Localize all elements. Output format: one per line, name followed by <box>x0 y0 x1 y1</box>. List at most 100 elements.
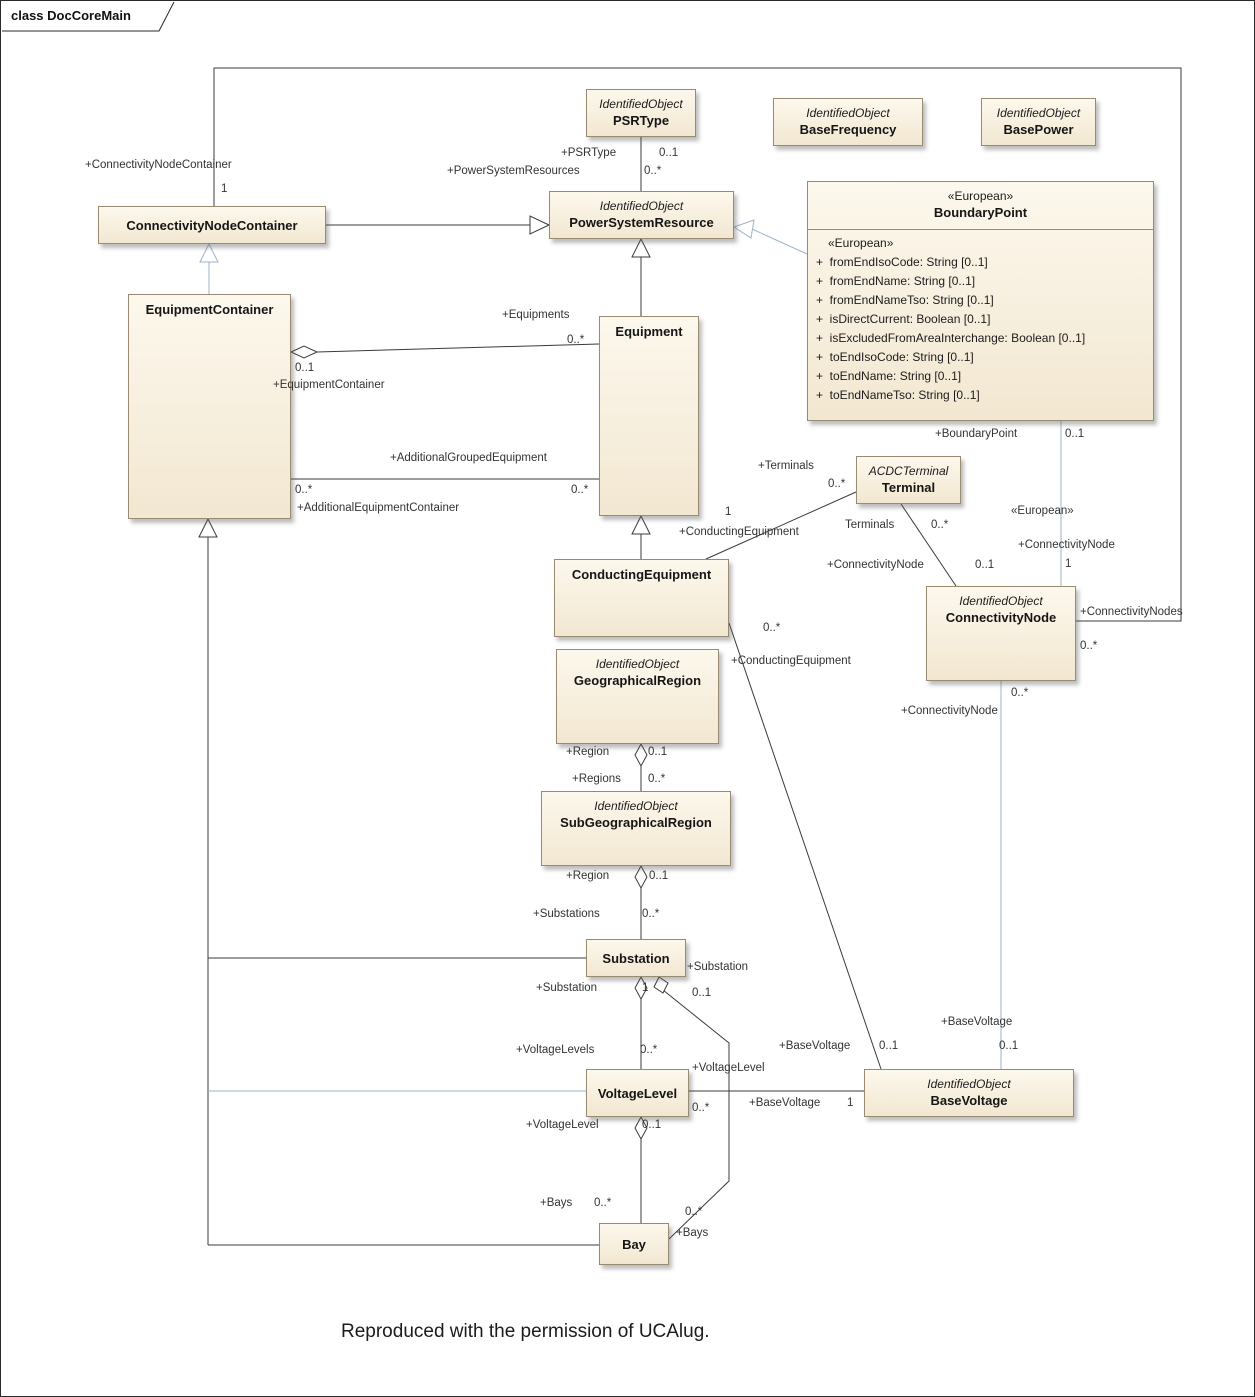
label-cnode-bv-mult: 0..* <box>1011 687 1029 699</box>
class-stereotype: IdentifiedObject <box>594 799 678 813</box>
class-stereotype: IdentifiedObject <box>599 199 684 213</box>
label-bays-vl-role: +Bays <box>540 1197 573 1209</box>
class-stereotype: ACDCTerminal <box>868 464 949 478</box>
label-cnc-mult-top: 1 <box>221 183 228 195</box>
label-european-tag: «European» <box>1011 505 1074 517</box>
class-boundarypoint[interactable]: «European» BoundaryPoint «European» + fr… <box>807 181 1154 421</box>
attribute: + isExcludedFromAreaInterchange: Boolean… <box>816 331 1086 345</box>
class-name: PowerSystemResource <box>569 215 714 230</box>
class-name: Equipment <box>615 324 683 339</box>
label-equipments-role: +Equipments <box>502 309 570 321</box>
label-substations-mult: 0..* <box>642 908 660 920</box>
label-cnode-t-mult: 0..1 <box>975 559 995 571</box>
label-cnodes-role: +ConnectivityNodes <box>1080 606 1183 618</box>
label-addcontainer-role: +AdditionalEquipmentContainer <box>297 502 460 514</box>
class-stereotype: IdentifiedObject <box>806 106 890 120</box>
label-eqcontainer-role: +EquipmentContainer <box>273 379 385 391</box>
label-voltagelevels-role: +VoltageLevels <box>516 1044 595 1056</box>
label-cnodes-mult: 0..* <box>1080 640 1098 652</box>
class-name: Bay <box>622 1236 646 1252</box>
label-psr-mult: 0..* <box>644 165 662 177</box>
class-stereotype: IdentifiedObject <box>599 97 683 111</box>
association-connectors <box>213 67 1182 1240</box>
class-basevoltage[interactable]: IdentifiedObject BaseVoltage <box>864 1069 1074 1117</box>
label-substation-vl-mult: 1 <box>642 982 649 994</box>
attribute: + toEndNameTso: String [0..1] <box>816 388 980 402</box>
class-stereotype: IdentifiedObject <box>927 1077 1011 1091</box>
label-vl-bv-mult: 0..* <box>692 1102 710 1114</box>
class-basepower[interactable]: IdentifiedObject BasePower <box>981 98 1096 146</box>
attribute: + fromEndName: String [0..1] <box>816 274 976 288</box>
diagram-title: class DocCoreMain <box>11 8 131 23</box>
label-eqcontainer-mult: 0..1 <box>295 362 315 374</box>
label-terminals2-role: Terminals <box>845 519 895 531</box>
label-vl-bay-mult: 0..1 <box>642 1119 662 1131</box>
class-stereotype: «European» <box>947 189 1014 203</box>
class-name: SubGeographicalRegion <box>560 815 712 830</box>
attribute: + isDirectCurrent: Boolean [0..1] <box>816 312 991 326</box>
class-connectivitynode[interactable]: IdentifiedObject ConnectivityNode <box>926 586 1076 681</box>
label-psrtype-role: +PSRType <box>561 147 617 159</box>
class-name: BoundaryPoint <box>933 205 1028 220</box>
class-powersystemresource[interactable]: IdentifiedObject PowerSystemResource <box>549 191 734 239</box>
class-basefrequency[interactable]: IdentifiedObject BaseFrequency <box>773 98 923 146</box>
label-region1-mult: 0..1 <box>648 746 668 758</box>
label-cnode-t-role: +ConnectivityNode <box>827 559 924 571</box>
association-connectors-european <box>1000 421 1062 1069</box>
class-bay[interactable]: Bay <box>599 1223 669 1265</box>
class-name: ConductingEquipment <box>571 567 712 582</box>
class-conductingequipment[interactable]: ConductingEquipment <box>554 559 729 637</box>
class-name: Substation <box>602 950 670 966</box>
class-name: BasePower <box>1003 122 1074 137</box>
label-terminals-role: +Terminals <box>758 460 814 472</box>
label-psr-role: +PowerSystemResources <box>447 165 580 177</box>
class-name: BaseFrequency <box>799 122 897 137</box>
label-bv-vl-role: +BaseVoltage <box>749 1097 821 1109</box>
label-bays-sub-role: +Bays <box>676 1227 709 1239</box>
class-terminal[interactable]: ACDCTerminal Terminal <box>856 456 961 504</box>
label-substations-role: +Substations <box>533 908 600 920</box>
label-regions-role: +Regions <box>572 773 621 785</box>
label-condeq-role: +ConductingEquipment <box>679 526 799 538</box>
class-stereotype: IdentifiedObject <box>996 106 1081 120</box>
attribute: + fromEndIsoCode: String [0..1] <box>816 255 988 269</box>
label-bv-cn-role: +BaseVoltage <box>941 1016 1013 1028</box>
label-condeq2-mult: 0..* <box>763 622 781 634</box>
label-voltagelevels-mult: 0..* <box>640 1044 658 1056</box>
generalization-connectors-light <box>208 228 808 1092</box>
class-equipmentcontainer[interactable]: EquipmentContainer <box>128 294 291 519</box>
class-psrtype[interactable]: IdentifiedObject PSRType <box>586 89 696 137</box>
generalization-arrowheads <box>198 215 755 538</box>
label-substation-bay-role: +Substation <box>687 961 749 973</box>
class-geographicalregion[interactable]: IdentifiedObject GeographicalRegion <box>556 649 719 744</box>
label-bv-ce-role: +BaseVoltage <box>779 1040 851 1052</box>
label-substation-vl-role: +Substation <box>536 982 598 994</box>
label-psrtype-mult: 0..1 <box>659 147 679 159</box>
caption: Reproduced with the permission of UCAlug… <box>341 1321 710 1342</box>
class-equipment[interactable]: Equipment <box>599 316 699 516</box>
label-vl-bv-role: +VoltageLevel <box>692 1062 765 1074</box>
class-stereotype: IdentifiedObject <box>959 594 1043 608</box>
attribute-compartment: «European» + fromEndIsoCode: String [0..… <box>808 230 1153 407</box>
label-regions-mult: 0..* <box>648 773 666 785</box>
class-stereotype: IdentifiedObject <box>595 657 680 671</box>
label-bays-sub-mult: 0..* <box>685 1206 703 1218</box>
class-name: Terminal <box>881 480 936 495</box>
class-name: GeographicalRegion <box>573 673 702 688</box>
label-substation-bay-mult: 0..1 <box>692 987 712 999</box>
label-addcontainer-mult: 0..* <box>295 484 313 496</box>
label-terminals-mult: 0..* <box>828 478 846 490</box>
attribute: + toEndIsoCode: String [0..1] <box>816 350 974 364</box>
class-substation[interactable]: Substation <box>586 939 686 977</box>
class-subgeographicalregion[interactable]: IdentifiedObject SubGeographicalRegion <box>541 791 731 866</box>
class-connectivitynodecontainer[interactable]: ConnectivityNodeContainer <box>98 206 326 244</box>
label-condeq2-role: +ConductingEquipment <box>731 655 851 667</box>
class-voltagelevel[interactable]: VoltageLevel <box>586 1069 689 1117</box>
class-name: ConnectivityNode <box>945 610 1057 625</box>
label-equipments-mult: 0..* <box>567 334 585 346</box>
generalization-connectors <box>207 224 642 1246</box>
aggregation-diamonds <box>289 345 669 1141</box>
label-bays-vl-mult: 0..* <box>594 1197 612 1209</box>
label-boundarypoint-role: +BoundaryPoint <box>935 428 1018 440</box>
